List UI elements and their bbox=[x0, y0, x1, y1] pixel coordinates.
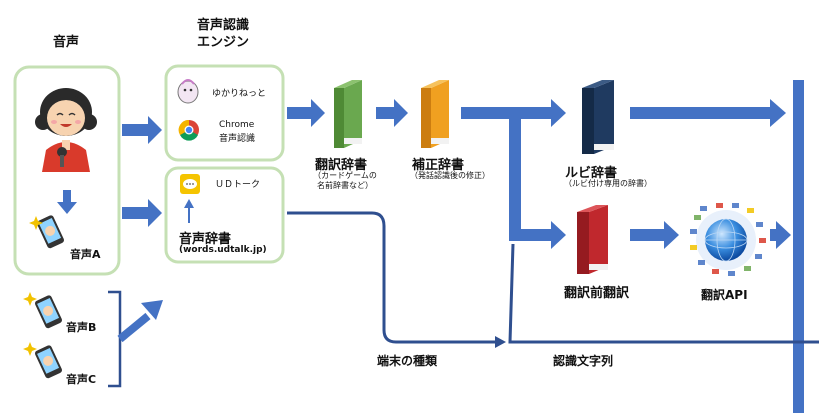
engine-header-line2: エンジン bbox=[196, 35, 249, 50]
engine-header-line1: 音声認識 bbox=[196, 18, 249, 33]
arrow-branch-to-pre-translation bbox=[515, 221, 566, 249]
udtalk-label: ＵＤトーク bbox=[215, 180, 261, 190]
voice-b-label: 音声B bbox=[66, 321, 97, 334]
arrow-api-to-output bbox=[770, 221, 791, 249]
phone-c-icon bbox=[34, 345, 63, 379]
voice-header: 音声 bbox=[52, 35, 79, 50]
arrow-engine-to-translation-dict bbox=[287, 99, 325, 127]
ruby-dictionary-book-icon bbox=[582, 80, 614, 154]
translation-api-globe-icon bbox=[690, 203, 766, 276]
phone-b-icon bbox=[34, 295, 63, 329]
engine-panel-top bbox=[164, 64, 285, 162]
arrow-phones-to-engine bbox=[117, 312, 151, 343]
arrow-voice-to-engine-top bbox=[122, 116, 162, 144]
udtalk-logo-icon bbox=[180, 174, 200, 194]
chrome-logo-icon bbox=[178, 119, 199, 141]
speaker-girl-illustration bbox=[35, 88, 97, 172]
arrow-voice-to-engine-bottom bbox=[122, 199, 162, 227]
voice-a-label: 音声A bbox=[70, 248, 101, 261]
ruby-dictionary-note: （ルビ付け専用の辞書） bbox=[564, 179, 652, 188]
voice-dictionary-title: 音声辞書 bbox=[179, 232, 232, 247]
arrow-ruby-to-output bbox=[630, 99, 786, 127]
pre-translation-title: 翻訳前翻訳 bbox=[564, 286, 630, 301]
ruby-dictionary-title: ルビ辞書 bbox=[565, 166, 618, 181]
arrow-voice-to-phone-a bbox=[57, 190, 77, 214]
phone-a-icon bbox=[36, 215, 65, 249]
device-type-line bbox=[287, 211, 497, 344]
chrome-label-line2: 音声認識 bbox=[219, 134, 256, 144]
arrow-translation-to-correction bbox=[376, 99, 408, 127]
voice-dictionary-url: (words.udtalk.jp) bbox=[179, 245, 267, 255]
chrome-label-line1: Chrome bbox=[219, 120, 255, 130]
recognized-string-label: 認識文字列 bbox=[553, 354, 614, 368]
sparkle-icons bbox=[23, 216, 43, 356]
phones-bracket bbox=[108, 290, 122, 388]
voice-c-label: 音声C bbox=[66, 373, 97, 386]
correction-dictionary-book-icon bbox=[421, 80, 449, 148]
translation-dictionary-title: 翻訳辞書 bbox=[315, 158, 368, 173]
arrow-correction-to-ruby bbox=[461, 99, 566, 127]
yukari-label: ゆかりねっと bbox=[212, 89, 267, 99]
arrow-dictionary-to-udtalk bbox=[184, 199, 194, 223]
output-bar bbox=[793, 80, 804, 413]
arrow-pre-translation-to-api bbox=[630, 221, 679, 249]
pre-translation-book-icon bbox=[577, 205, 608, 274]
branch-vertical bbox=[509, 113, 521, 241]
yukari-logo-icon bbox=[177, 79, 199, 104]
translation-dictionary-note-line1: （カードゲームの bbox=[313, 171, 377, 180]
correction-dictionary-title: 補正辞書 bbox=[412, 158, 465, 173]
translation-dictionary-book-icon bbox=[334, 80, 362, 148]
device-type-label: 端末の種類 bbox=[377, 354, 438, 368]
translation-dictionary-note-line2: 名前辞書など） bbox=[317, 181, 373, 190]
correction-dictionary-note: （発話認識後の修正） bbox=[410, 171, 490, 180]
recognized-string-line bbox=[508, 243, 819, 344]
translation-api-label: 翻訳API bbox=[701, 288, 748, 302]
